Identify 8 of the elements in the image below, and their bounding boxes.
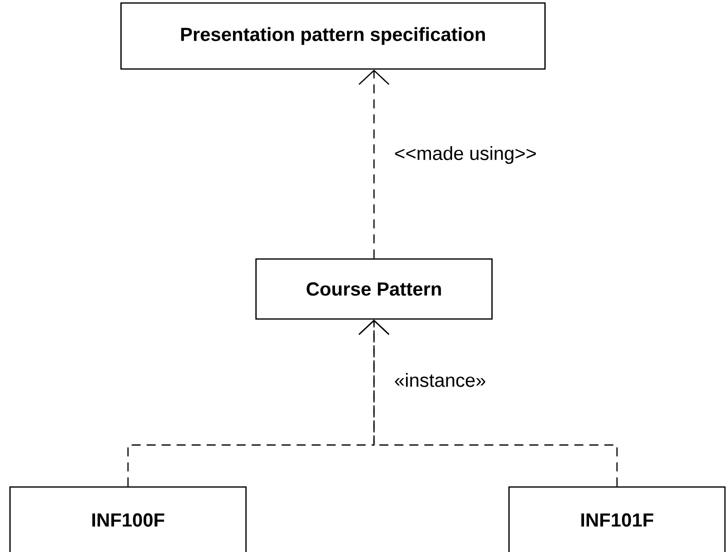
dependency-arrow bbox=[358, 70, 390, 258]
edge-label: «instance» bbox=[392, 371, 488, 389]
dependency-arrow bbox=[358, 320, 618, 486]
class-box: Presentation pattern specification bbox=[120, 2, 546, 70]
edge-label: <<made using>> bbox=[392, 144, 539, 166]
class-box: INF100F bbox=[9, 486, 247, 552]
class-box: Course Pattern bbox=[255, 258, 493, 320]
class-box: INF101F bbox=[508, 486, 726, 552]
